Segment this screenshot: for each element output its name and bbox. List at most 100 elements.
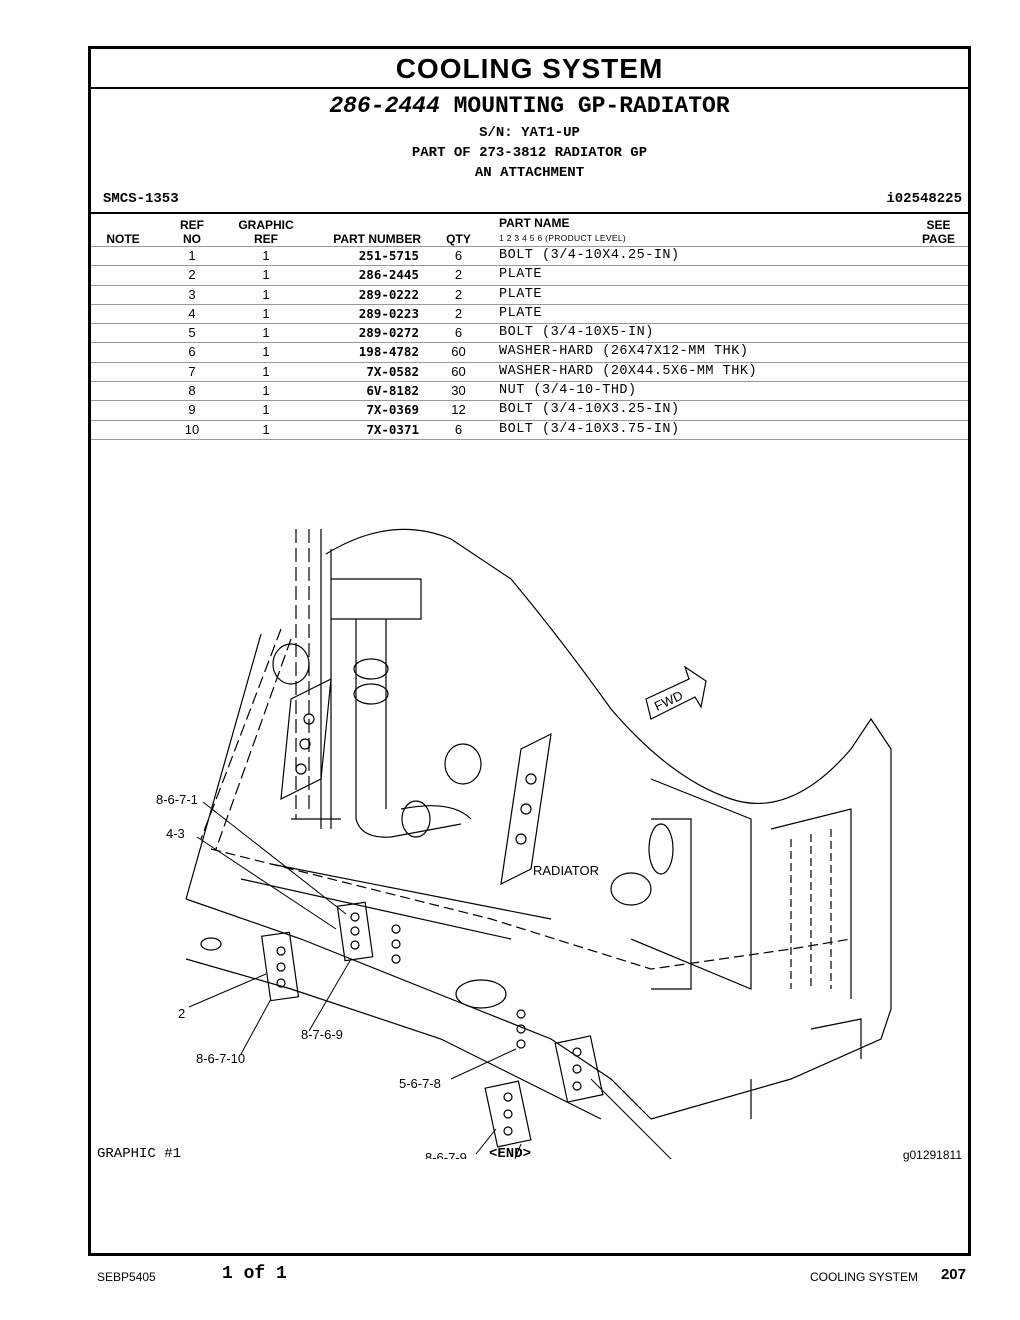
graphic-ref: 1 — [262, 402, 270, 418]
part-number: 198-4782 — [358, 344, 419, 360]
callout-label: 8-7-6-9 — [301, 1027, 343, 1042]
part-name: PLATE — [499, 305, 543, 321]
table-row: 7 1 7X-0582 60 WASHER-HARD (20X44.5X6-MM… — [91, 361, 968, 381]
ref-no: 7 — [188, 363, 196, 379]
callout-label: 2 — [178, 1006, 185, 1021]
table-row: 10 1 7X-0371 6 BOLT (3/4-10X3.75-IN) — [91, 419, 968, 440]
end-marker: <END> — [489, 1146, 532, 1162]
col-graphic-top: GRAPHIC — [238, 218, 294, 232]
callout-label: 8-6-7-9 — [425, 1150, 467, 1159]
part-name: BOLT (3/4-10X5-IN) — [499, 325, 654, 341]
illustration-id: i02548225 — [886, 191, 962, 207]
table-row: 8 1 6V-8182 30 NUT (3/4-10-THD) — [91, 381, 968, 400]
table-row: 5 1 289-0272 6 BOLT (3/4-10X5-IN) — [91, 323, 968, 342]
frame-lines — [185, 528, 892, 1148]
col-qty: QTY — [446, 232, 471, 246]
quantity: 2 — [454, 305, 463, 321]
smcs-code: SMCS-1353 — [103, 191, 179, 207]
page-frame: COOLING SYSTEM 286-2444 MOUNTING GP-RADI… — [88, 46, 971, 1256]
graphic-ref: 1 — [262, 267, 270, 283]
serial-number: S/N: YAT1-UP — [479, 125, 580, 141]
col-see-top: SEE — [926, 218, 951, 232]
quantity: 6 — [454, 248, 463, 263]
part-number: 289-0272 — [358, 325, 419, 341]
radiator-label: RADIATOR — [533, 863, 599, 878]
header-divider — [91, 212, 968, 214]
col-graphic-bottom: REF — [254, 232, 278, 246]
part-name: PLATE — [499, 267, 543, 283]
group-part-number: 286-2444 — [329, 93, 440, 119]
col-note: NOTE — [106, 232, 140, 246]
graphic-label: GRAPHIC #1 — [97, 1146, 182, 1162]
callout-label: 4-3 — [166, 826, 185, 841]
ref-no: 8 — [188, 383, 196, 399]
part-number: 7X-0582 — [366, 363, 419, 379]
part-name: WASHER-HARD (26X47X12-MM THK) — [499, 344, 749, 360]
ref-no: 10 — [184, 421, 200, 437]
graphic-ref: 1 — [262, 248, 270, 263]
col-see-bottom: PAGE — [921, 232, 956, 246]
col-ref-top: REF — [180, 218, 204, 232]
attachment-note: AN ATTACHMENT — [474, 165, 585, 181]
ref-no: 6 — [188, 344, 196, 360]
quantity: 60 — [451, 344, 466, 360]
quantity: 60 — [451, 363, 466, 379]
col-ref-bottom: NO — [183, 232, 201, 246]
fwd-arrow-icon: FWD — [645, 665, 707, 720]
quantity: 6 — [454, 325, 463, 341]
footer-doc-id: SEBP5405 — [97, 1270, 156, 1284]
part-number: 7X-0371 — [366, 421, 419, 437]
graphic-ref: 1 — [262, 286, 270, 302]
ref-no: 5 — [188, 325, 196, 341]
part-name: PLATE — [499, 286, 543, 302]
part-name: NUT (3/4-10-THD) — [499, 383, 637, 399]
graphic-ref: 1 — [262, 344, 270, 360]
footer-page-of: 1 of 1 — [222, 1264, 287, 1284]
part-of: PART OF 273-3812 RADIATOR GP — [411, 145, 648, 161]
table-row: 6 1 198-4782 60 WASHER-HARD (26X47X12-MM… — [91, 342, 968, 361]
group-name: MOUNTING GP-RADIATOR — [453, 93, 730, 119]
ref-no: 2 — [188, 267, 196, 283]
section-title: COOLING SYSTEM — [91, 49, 968, 89]
graphic-ref: 1 — [262, 325, 270, 341]
table-row: 4 1 289-0223 2 PLATE — [91, 303, 968, 323]
ref-no: 1 — [188, 248, 196, 263]
col-part-number: PART NUMBER — [333, 232, 421, 246]
part-number: 289-0223 — [358, 305, 419, 321]
group-title: 286-2444 MOUNTING GP-RADIATOR — [91, 93, 968, 119]
quantity: 12 — [451, 402, 466, 418]
part-number: 286-2445 — [358, 267, 419, 283]
footer-section: COOLING SYSTEM — [809, 1270, 918, 1284]
callout-label: 5-6-7-8 — [399, 1076, 441, 1091]
quantity: 2 — [454, 286, 463, 302]
col-product-level: 1 2 3 4 5 6 (PRODUCT LEVEL) — [499, 233, 626, 243]
part-number: 7X-0369 — [366, 402, 419, 418]
quantity: 6 — [454, 421, 463, 437]
footer-page-number: 207 — [940, 1266, 966, 1283]
graphic-id: g01291811 — [902, 1148, 962, 1162]
part-name: BOLT (3/4-10X4.25-IN) — [499, 248, 680, 263]
part-name: BOLT (3/4-10X3.75-IN) — [499, 421, 680, 437]
quantity: 2 — [454, 267, 463, 283]
part-name: BOLT (3/4-10X3.25-IN) — [499, 402, 680, 418]
graphic-ref: 1 — [262, 383, 270, 399]
ref-no: 9 — [188, 402, 196, 418]
callout-label: 8-6-7-10 — [196, 1051, 245, 1066]
table-row: 3 1 289-0222 2 PLATE — [91, 284, 968, 304]
graphic-ref: 1 — [262, 363, 270, 379]
table-row: 2 1 286-2445 2 PLATE — [91, 265, 968, 284]
parts-table: 1 1 251-5715 6 BOLT (3/4-10X4.25-IN) 2 1… — [91, 246, 968, 440]
table-row: 1 1 251-5715 6 BOLT (3/4-10X4.25-IN) — [91, 246, 968, 265]
graphic-ref: 1 — [262, 305, 270, 321]
part-name: WASHER-HARD (20X44.5X6-MM THK) — [499, 363, 758, 379]
part-number: 251-5715 — [358, 248, 419, 263]
leader-lines — [188, 801, 672, 1159]
ref-no: 4 — [188, 305, 196, 321]
graphic-ref: 1 — [262, 421, 270, 437]
exploded-view-drawing: FWD RADIATOR 8-6-7-1 4-3 2 8-7-6-9 8-6-7… — [156, 528, 892, 1159]
callout-label: 8-6-7-1 — [156, 792, 198, 807]
part-number: 289-0222 — [358, 286, 419, 302]
ref-no: 3 — [188, 286, 196, 302]
col-part-name: PART NAME — [499, 216, 570, 230]
table-row: 9 1 7X-0369 12 BOLT (3/4-10X3.25-IN) — [91, 400, 968, 419]
